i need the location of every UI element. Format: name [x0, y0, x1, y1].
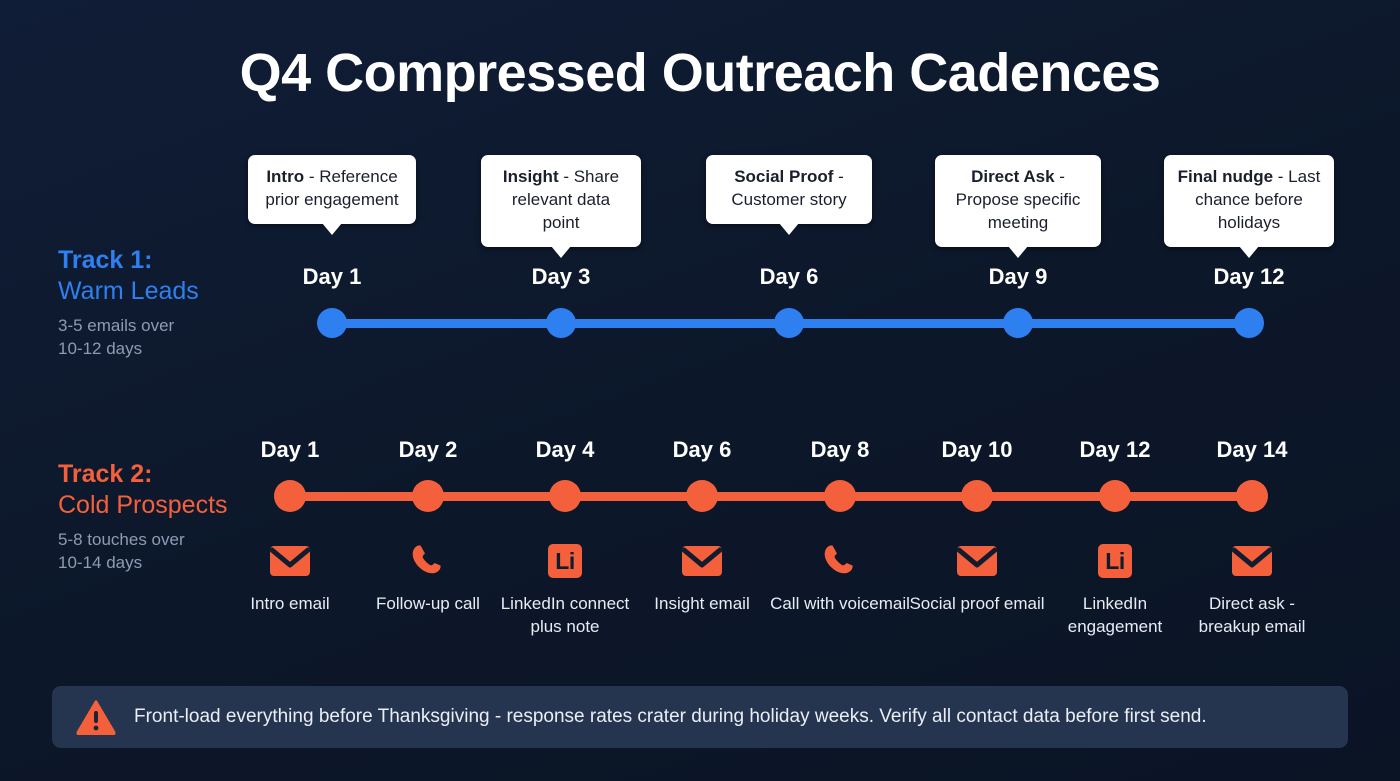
track2-day-label: Day 1 — [260, 437, 320, 462]
linkedin-icon: Li — [1040, 540, 1190, 582]
warning-banner: Front-load everything before Thanksgivin… — [52, 686, 1348, 748]
callout-rest: - Share relevant data point — [511, 167, 620, 232]
linkedin-icon: Li — [490, 540, 640, 582]
callout-lead: Insight — [502, 167, 559, 186]
track2-day-label: Day 8 — [810, 437, 870, 462]
callout-lead: Social Proof — [734, 167, 834, 186]
track2-day-label: Day 4 — [535, 437, 595, 462]
track2-touch[interactable]: Follow-up call — [353, 540, 503, 615]
phone-icon — [353, 540, 503, 582]
track1-day-label: Day 6 — [759, 264, 819, 289]
track2-day-label: Day 10 — [941, 437, 1013, 462]
track2-node[interactable] — [274, 480, 306, 512]
track2-name: Track 2: — [58, 460, 153, 488]
track1-subtitle: Warm Leads — [58, 276, 199, 305]
track1-day-label: Day 12 — [1213, 264, 1285, 289]
callout-rest: - Last chance before holidays — [1195, 167, 1321, 232]
track2-day-label: Day 12 — [1079, 437, 1151, 462]
track2-node[interactable] — [961, 480, 993, 512]
callout-rest: - Customer story — [731, 167, 847, 209]
track2-touch-caption: Follow-up call — [376, 594, 480, 613]
track2-touch-caption: Call with voicemail — [770, 594, 910, 613]
track1-callout[interactable]: Direct Ask - Propose specific meeting — [935, 155, 1101, 258]
track2-touch-caption: LinkedIn connect plus note — [500, 594, 630, 637]
track2-node[interactable] — [1236, 480, 1268, 512]
track2-node[interactable] — [549, 480, 581, 512]
warning-triangle-icon — [76, 699, 116, 735]
warning-text: Front-load everything before Thanksgivin… — [134, 705, 1207, 727]
track2-node[interactable] — [412, 480, 444, 512]
track1-name: Track 1: — [58, 246, 153, 274]
track1-callout[interactable]: Insight - Share relevant data point — [481, 155, 641, 258]
track2-day-label: Day 6 — [672, 437, 732, 462]
track2-day-label: Day 2 — [398, 437, 458, 462]
page-title: Q4 Compressed Outreach Cadences — [239, 43, 1161, 103]
callout-lead: Intro — [266, 167, 305, 186]
track2-touch-caption: Direct ask - breakup email — [1198, 594, 1306, 637]
track1-callout[interactable]: Final nudge - Last chance before holiday… — [1164, 155, 1334, 258]
track1-callout[interactable]: Social Proof - Customer story — [706, 155, 872, 235]
track2-touch-caption: Intro email — [250, 594, 330, 613]
track2-touch[interactable]: Intro email — [215, 540, 365, 615]
track2-touch[interactable]: Social proof email — [902, 540, 1052, 615]
track2-touch-caption: LinkedIn engagement — [1067, 594, 1163, 637]
track1-day-label: Day 9 — [988, 264, 1048, 289]
track1-node[interactable] — [317, 308, 347, 338]
track2-touch[interactable]: Call with voicemail — [765, 540, 915, 615]
callout-lead: Final nudge — [1177, 167, 1274, 186]
email-icon — [902, 540, 1052, 582]
email-icon — [215, 540, 365, 582]
callout-lead: Direct Ask — [971, 167, 1055, 186]
callout-rest: - Reference prior engagement — [265, 167, 399, 209]
track1-node[interactable] — [1234, 308, 1264, 338]
email-icon — [1177, 540, 1327, 582]
track2-node[interactable] — [686, 480, 718, 512]
track1-callout[interactable]: Intro - Reference prior engagement — [248, 155, 416, 235]
track1-day-label: Day 3 — [531, 264, 591, 289]
track2-label-block: Track 2: Cold Prospects 5-8 touches over… — [58, 459, 228, 574]
track2-rail — [290, 491, 1252, 501]
phone-icon — [765, 540, 915, 582]
track2-node[interactable] — [824, 480, 856, 512]
track2-touch[interactable]: Direct ask - breakup email — [1177, 540, 1327, 639]
track2-touch-caption: Insight email — [654, 594, 750, 613]
track2-meta: 5-8 touches over 10-14 days — [58, 530, 185, 572]
track2-touch-caption: Social proof email — [909, 594, 1045, 613]
track1-day-label: Day 1 — [302, 264, 362, 289]
track1-label-block: Track 1: Warm Leads 3-5 emails over 10-1… — [58, 245, 199, 360]
track2-touch[interactable]: Insight email — [627, 540, 777, 615]
track1-node[interactable] — [774, 308, 804, 338]
email-icon — [627, 540, 777, 582]
callout-rest: - Propose specific meeting — [955, 167, 1081, 232]
track1-node[interactable] — [1003, 308, 1033, 338]
track2-subtitle: Cold Prospects — [58, 490, 228, 519]
track2-day-label: Day 14 — [1216, 437, 1288, 462]
track2-node[interactable] — [1099, 480, 1131, 512]
track1-node[interactable] — [546, 308, 576, 338]
track1-meta: 3-5 emails over 10-12 days — [58, 316, 175, 358]
